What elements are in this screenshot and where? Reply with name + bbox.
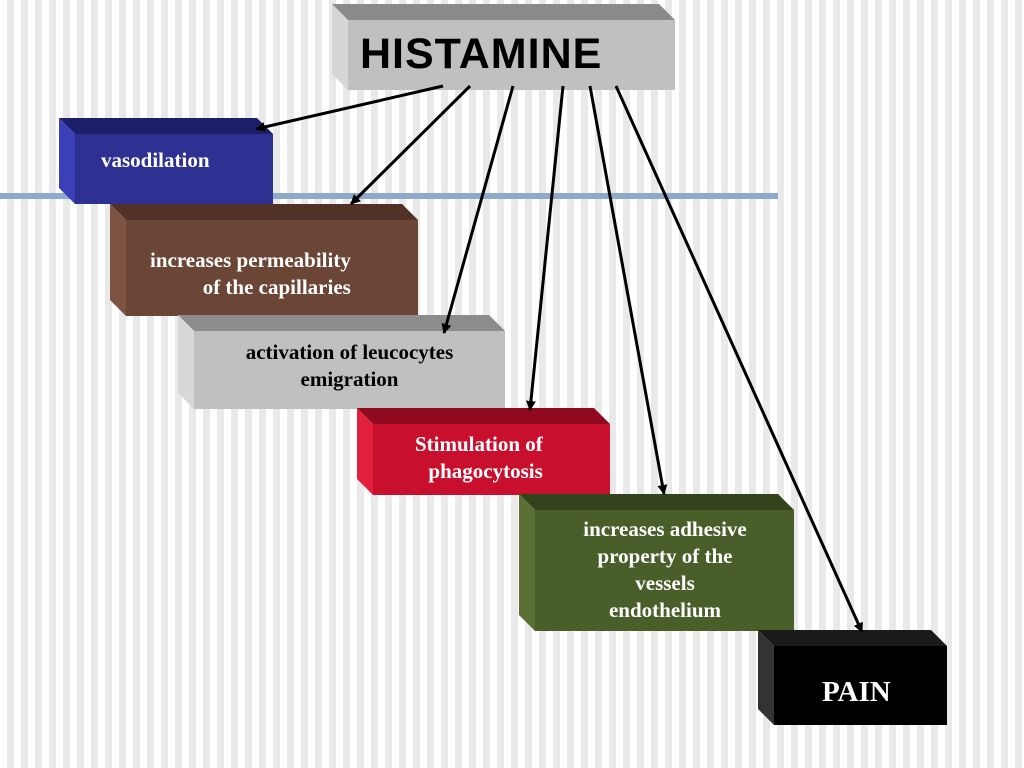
histamine-title: HISTAMINE <box>360 30 603 78</box>
vasodilation-block-shape <box>59 118 273 204</box>
adhesive-block: increases adhesive property of the vesse… <box>519 494 794 631</box>
arrow-to-vasodilation <box>255 84 444 132</box>
pain-label: PAIN <box>822 676 891 708</box>
histamine-block-shape <box>332 4 675 90</box>
horizontal-rule <box>0 193 778 199</box>
phagocytosis-block: Stimulation of phagocytosis <box>357 408 610 495</box>
vasodilation-label: vasodilation <box>101 148 210 172</box>
arrow-to-permeability <box>349 84 472 206</box>
permeability-block-shape <box>110 204 418 316</box>
phagocytosis-block-shape <box>357 408 610 495</box>
phagocytosis-label: Stimulation of phagocytosis <box>415 432 543 483</box>
arrow-to-adhesive <box>588 85 668 495</box>
vasodilation-block: vasodilation <box>59 118 273 204</box>
pain-block-shape <box>758 630 947 725</box>
arrow-to-leucocytes <box>441 85 515 334</box>
adhesive-block-shape <box>519 494 794 631</box>
leucocytes-label: activation of leucocytes emigration <box>245 340 454 391</box>
pain-block: PAIN <box>758 630 947 725</box>
leucocytes-block: activation of leucocytes emigration <box>178 315 505 409</box>
permeability-block: increases permeability of the capillarie… <box>110 204 418 316</box>
permeability-label: increases permeability of the capillarie… <box>150 248 351 299</box>
arrow-to-phagocytosis <box>525 85 565 411</box>
leucocytes-block-shape <box>178 315 505 409</box>
histamine-block: HISTAMINE <box>332 4 675 90</box>
adhesive-label: increases adhesive property of the vesse… <box>583 517 747 622</box>
arrow-to-pain <box>614 85 864 633</box>
